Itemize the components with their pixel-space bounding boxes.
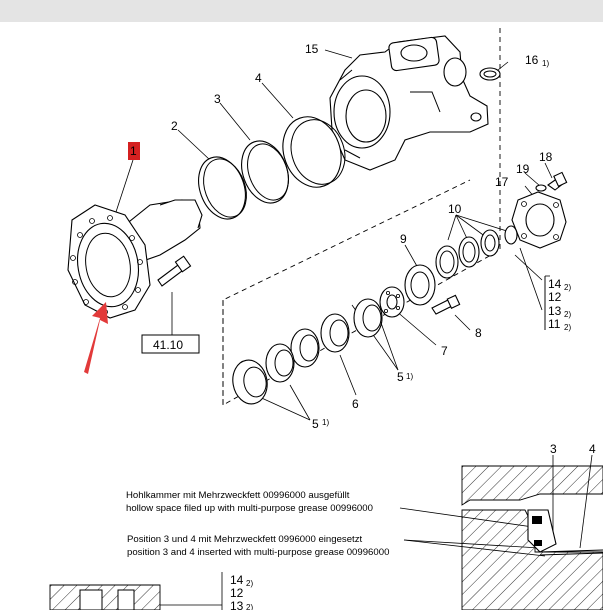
svg-text:2): 2) — [564, 323, 571, 332]
svg-text:41.10: 41.10 — [153, 338, 183, 352]
bearing-part-6 — [290, 328, 320, 368]
callout-14-bottom: 14 — [230, 573, 244, 587]
ring-part-2 — [198, 156, 247, 220]
svg-text:2): 2) — [564, 283, 571, 292]
ring-part-4 — [282, 116, 346, 188]
bolt-part-18 — [547, 171, 568, 191]
callout-12: 12 — [548, 290, 562, 304]
callout-17: 17 — [495, 175, 509, 189]
reference-box: 41.10 — [141, 334, 200, 354]
rings-part-10 — [435, 225, 518, 279]
section-detail — [461, 465, 603, 610]
footnote-16: 1) — [542, 59, 549, 68]
section-fragment-left — [49, 584, 161, 610]
callout-5-lower: 5 — [312, 417, 319, 431]
washer-part-19 — [535, 184, 547, 192]
callout-9: 9 — [400, 232, 407, 246]
housing-part-15 — [329, 35, 489, 171]
callout-6: 6 — [352, 397, 359, 411]
callout-3-detail: 3 — [550, 442, 557, 456]
bolt-hub — [157, 255, 192, 287]
svg-text:2): 2) — [246, 579, 253, 588]
seal-part-16 — [479, 67, 501, 81]
rings-part-5-lower — [232, 343, 295, 405]
callout-1: 1 — [130, 144, 137, 158]
bearing-part-9 — [404, 264, 436, 306]
svg-text:2): 2) — [564, 310, 571, 319]
callout-14: 14 — [548, 277, 562, 291]
callout-4-detail: 4 — [589, 442, 596, 456]
callout-5-upper: 5 — [397, 370, 404, 384]
callout-7: 7 — [441, 344, 448, 358]
callout-19: 19 — [516, 162, 530, 176]
gear-part-7 — [379, 286, 405, 318]
callout-13-bottom: 13 — [230, 599, 244, 610]
callout-18: 18 — [539, 150, 553, 164]
rings-part-5-upper — [320, 298, 383, 353]
cover-part-17 — [511, 191, 567, 249]
callout-15: 15 — [305, 42, 319, 56]
svg-text:2): 2) — [246, 603, 253, 610]
note-hollow-en: hollow space filed up with multi-purpose… — [126, 503, 373, 514]
callout-11: 11 — [548, 317, 561, 331]
note-hollow-de: Hohlkammer mit Mehrzweckfett 00996000 au… — [126, 490, 350, 501]
note-position-de: Position 3 und 4 mit Mehrzweckfett 09960… — [127, 534, 363, 545]
callout-12-bottom: 12 — [230, 586, 244, 600]
note-position-en: position 3 and 4 inserted with multi-pur… — [127, 547, 389, 558]
callout-8: 8 — [475, 326, 482, 340]
callout-3: 3 — [214, 92, 221, 106]
callout-4: 4 — [255, 71, 262, 85]
top-bar — [0, 0, 603, 22]
highlight-box — [128, 142, 140, 160]
callout-13: 13 — [548, 304, 562, 318]
svg-text:1): 1) — [322, 418, 329, 427]
hub-part-1 — [67, 199, 203, 319]
svg-text:1): 1) — [406, 372, 413, 381]
callout-2: 2 — [171, 119, 178, 133]
bolt-part-8 — [431, 294, 461, 315]
arrow-pointer-icon — [84, 302, 108, 374]
ring-part-3 — [241, 140, 289, 204]
callout-16: 16 — [525, 53, 539, 67]
callout-10: 10 — [448, 202, 462, 216]
